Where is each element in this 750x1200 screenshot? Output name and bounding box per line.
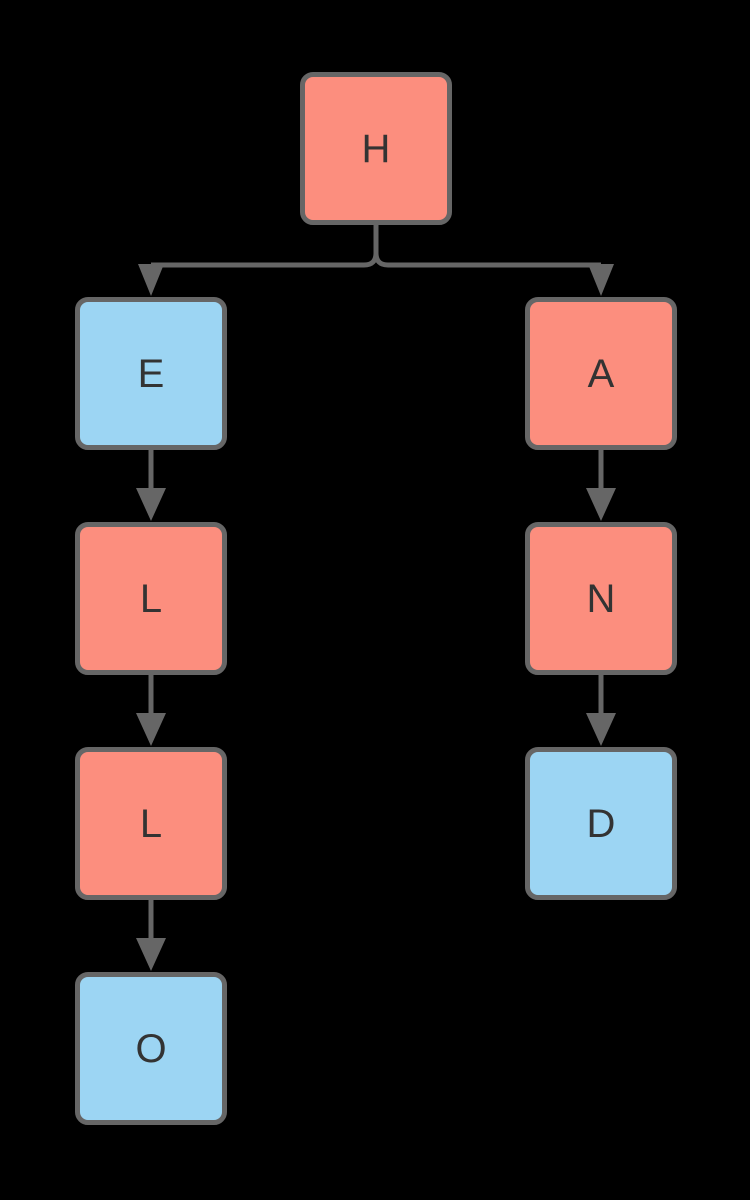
node-N-label: N: [586, 576, 616, 621]
arrowhead-E-L1: [136, 488, 166, 521]
node-A: A: [525, 297, 677, 450]
arrowhead-H-E: [138, 264, 164, 296]
arrowhead-H-A: [588, 264, 614, 296]
node-E-label: E: [137, 351, 165, 396]
node-A-label: A: [587, 351, 615, 396]
edge-H-A: [373, 252, 601, 268]
edge-H-E: [151, 225, 379, 268]
node-L2: L: [75, 747, 227, 900]
arrowhead-A-N: [586, 488, 616, 521]
node-L2-label: L: [139, 801, 163, 846]
node-O-label: O: [135, 1026, 167, 1071]
node-L1: L: [75, 522, 227, 675]
node-O: O: [75, 972, 227, 1125]
node-D: D: [525, 747, 677, 900]
arrowhead-L1-L2: [136, 713, 166, 746]
node-L1-label: L: [139, 576, 163, 621]
node-D-label: D: [586, 801, 616, 846]
arrowhead-N-D: [586, 713, 616, 746]
node-E: E: [75, 297, 227, 450]
node-N: N: [525, 522, 677, 675]
arrowhead-L2-O: [136, 938, 166, 971]
node-H-label: H: [361, 126, 391, 171]
node-H: H: [300, 72, 452, 225]
